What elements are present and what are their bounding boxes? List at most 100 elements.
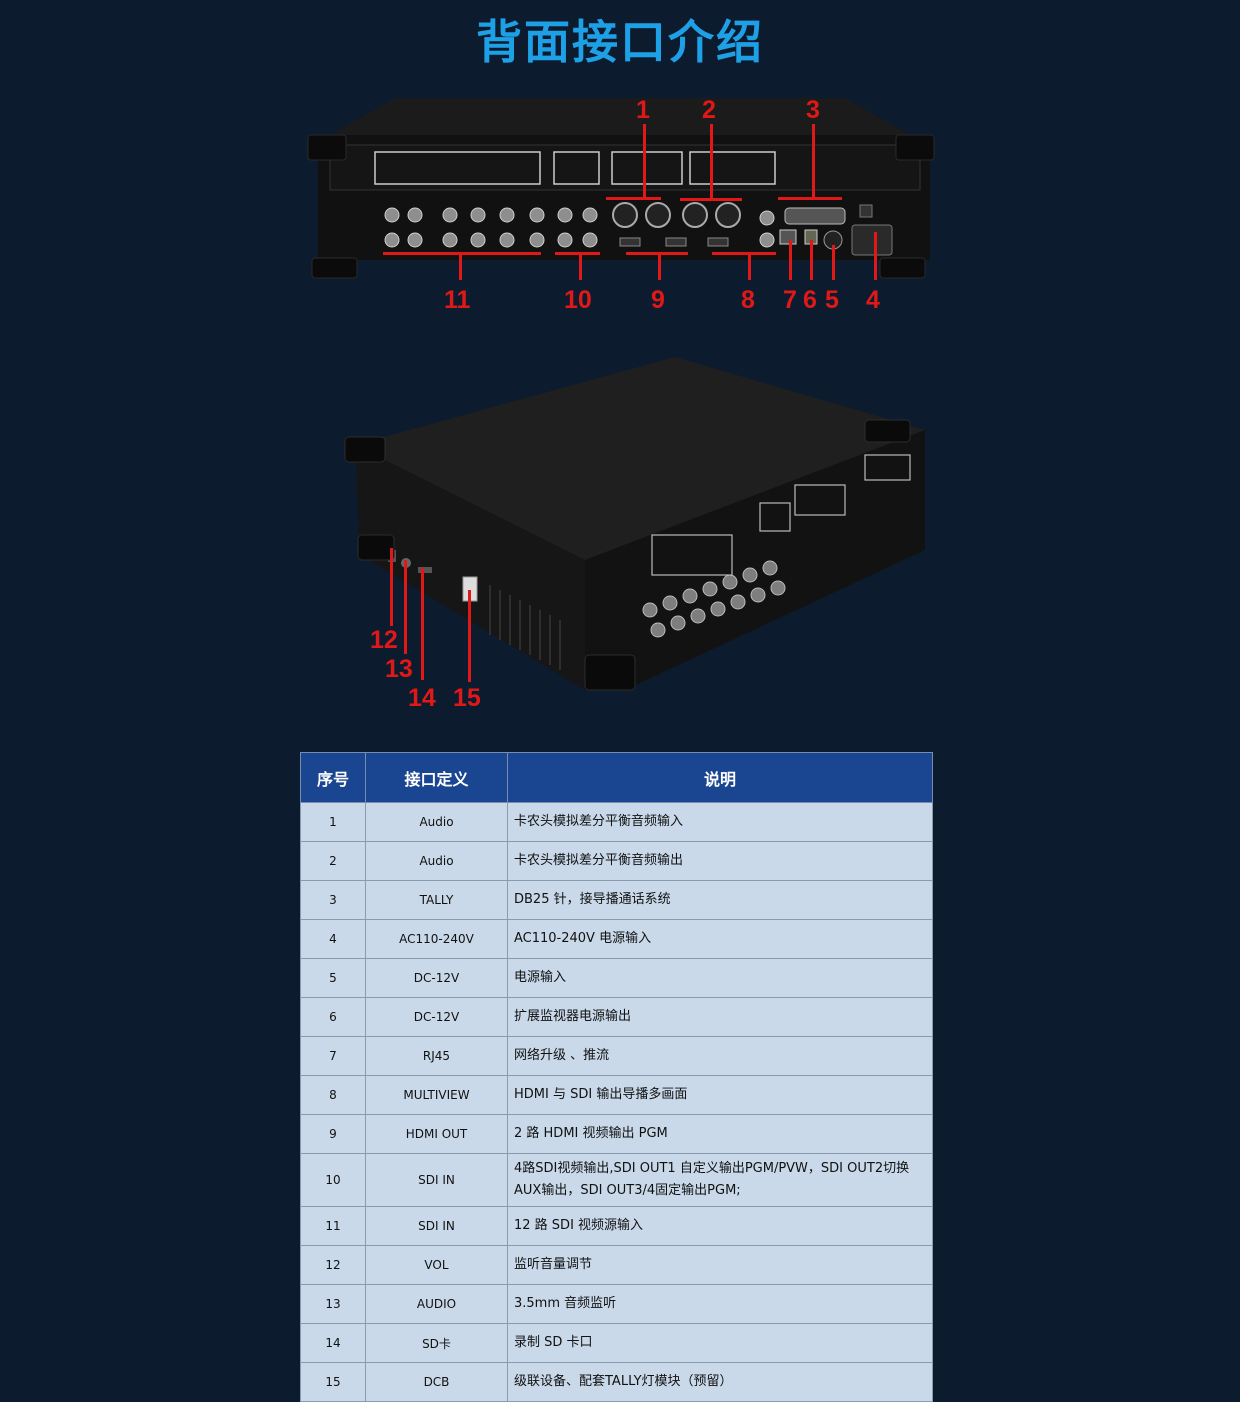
callout-line-4-v <box>874 232 877 280</box>
cell-description: 卡农头模拟差分平衡音频输出 <box>507 841 933 881</box>
cell-port: MULTIVIEW <box>365 1075 508 1115</box>
callout-8: 8 <box>741 286 755 314</box>
cell-description: DB25 针，接导播通话系统 <box>507 880 933 920</box>
header-description: 说明 <box>507 752 933 803</box>
cell-port: DC-12V <box>365 997 508 1037</box>
cell-description: 卡农头模拟差分平衡音频输入 <box>507 802 933 842</box>
callout-line-8 <box>712 252 776 255</box>
callout-2: 2 <box>702 96 716 124</box>
callout-12: 12 <box>370 626 398 654</box>
cell-description: 扩展监视器电源输出 <box>507 997 933 1037</box>
cell-port: SD卡 <box>365 1323 508 1363</box>
callout-line-11-v <box>459 252 462 280</box>
callout-line-3-v <box>812 124 815 198</box>
callout-line-10-v <box>579 252 582 280</box>
cell-index: 7 <box>300 1036 366 1076</box>
cell-description: 录制 SD 卡口 <box>507 1323 933 1363</box>
cell-index: 14 <box>300 1323 366 1363</box>
cell-index: 6 <box>300 997 366 1037</box>
callout-line-10 <box>555 252 600 255</box>
callout-line-1-v <box>643 124 646 198</box>
callout-6: 6 <box>803 286 817 314</box>
cell-description: 监听音量调节 <box>507 1245 933 1285</box>
callout-line-3 <box>778 197 842 200</box>
side-view-image <box>344 357 925 691</box>
cell-description: 12 路 SDI 视频源输入 <box>507 1206 933 1246</box>
cell-port: RJ45 <box>365 1036 508 1076</box>
callout-line-15 <box>468 590 471 682</box>
callout-line-11 <box>383 252 541 255</box>
cell-port: HDMI OUT <box>365 1114 508 1154</box>
cell-index: 15 <box>300 1362 366 1402</box>
callout-10: 10 <box>564 286 592 314</box>
callout-14: 14 <box>408 684 436 712</box>
callout-7: 7 <box>783 286 797 314</box>
cell-index: 11 <box>300 1206 366 1246</box>
callout-11: 11 <box>444 286 471 314</box>
cell-port: AC110-240V <box>365 919 508 959</box>
callout-4: 4 <box>866 286 880 314</box>
cell-index: 8 <box>300 1075 366 1115</box>
cell-description: 网络升级 、推流 <box>507 1036 933 1076</box>
cell-port: Audio <box>365 841 508 881</box>
callout-line-1 <box>606 197 661 200</box>
cell-description: 3.5mm 音频监听 <box>507 1284 933 1324</box>
callout-line-12 <box>390 548 393 626</box>
header-index: 序号 <box>300 752 366 803</box>
cell-port: VOL <box>365 1245 508 1285</box>
cell-description: 级联设备、配套TALLY灯模块（预留） <box>507 1362 933 1402</box>
callout-line-7-v <box>789 240 792 280</box>
page-title: 背面接口介绍 <box>476 15 764 69</box>
cell-port: AUDIO <box>365 1284 508 1324</box>
cell-port: TALLY <box>365 880 508 920</box>
table-header-row: 序号 接口定义 说明 <box>300 752 933 803</box>
cell-description: AC110-240V 电源输入 <box>507 919 933 959</box>
callout-line-2 <box>680 198 742 201</box>
callout-line-2-v <box>710 124 713 199</box>
cell-description: 2 路 HDMI 视频输出 PGM <box>507 1114 933 1154</box>
callout-3: 3 <box>806 96 820 124</box>
cell-index: 4 <box>300 919 366 959</box>
callout-1: 1 <box>636 96 650 124</box>
cell-index: 2 <box>300 841 366 881</box>
callout-line-13 <box>404 560 407 654</box>
cell-index: 9 <box>300 1114 366 1154</box>
callout-15: 15 <box>453 684 481 712</box>
cell-index: 13 <box>300 1284 366 1324</box>
cell-index: 5 <box>300 958 366 998</box>
callout-line-8-v <box>748 252 751 280</box>
callout-line-9-v <box>658 252 661 280</box>
cell-index: 1 <box>300 802 366 842</box>
cell-description: 4路SDI视频输出,SDI OUT1 自定义输出PGM/PVW，SDI OUT2… <box>507 1153 933 1207</box>
callout-line-9 <box>626 252 688 255</box>
callout-9: 9 <box>651 286 665 314</box>
cell-port: Audio <box>365 802 508 842</box>
callout-line-5-v <box>832 245 835 280</box>
header-port: 接口定义 <box>365 752 508 803</box>
cell-description: HDMI 与 SDI 输出导播多画面 <box>507 1075 933 1115</box>
callout-line-6-v <box>810 240 813 280</box>
cell-port: DC-12V <box>365 958 508 998</box>
callout-13: 13 <box>385 655 413 683</box>
cell-index: 12 <box>300 1245 366 1285</box>
cell-description: 电源输入 <box>507 958 933 998</box>
cell-index: 3 <box>300 880 366 920</box>
cell-port: SDI IN <box>365 1153 508 1207</box>
cell-port: SDI IN <box>365 1206 508 1246</box>
